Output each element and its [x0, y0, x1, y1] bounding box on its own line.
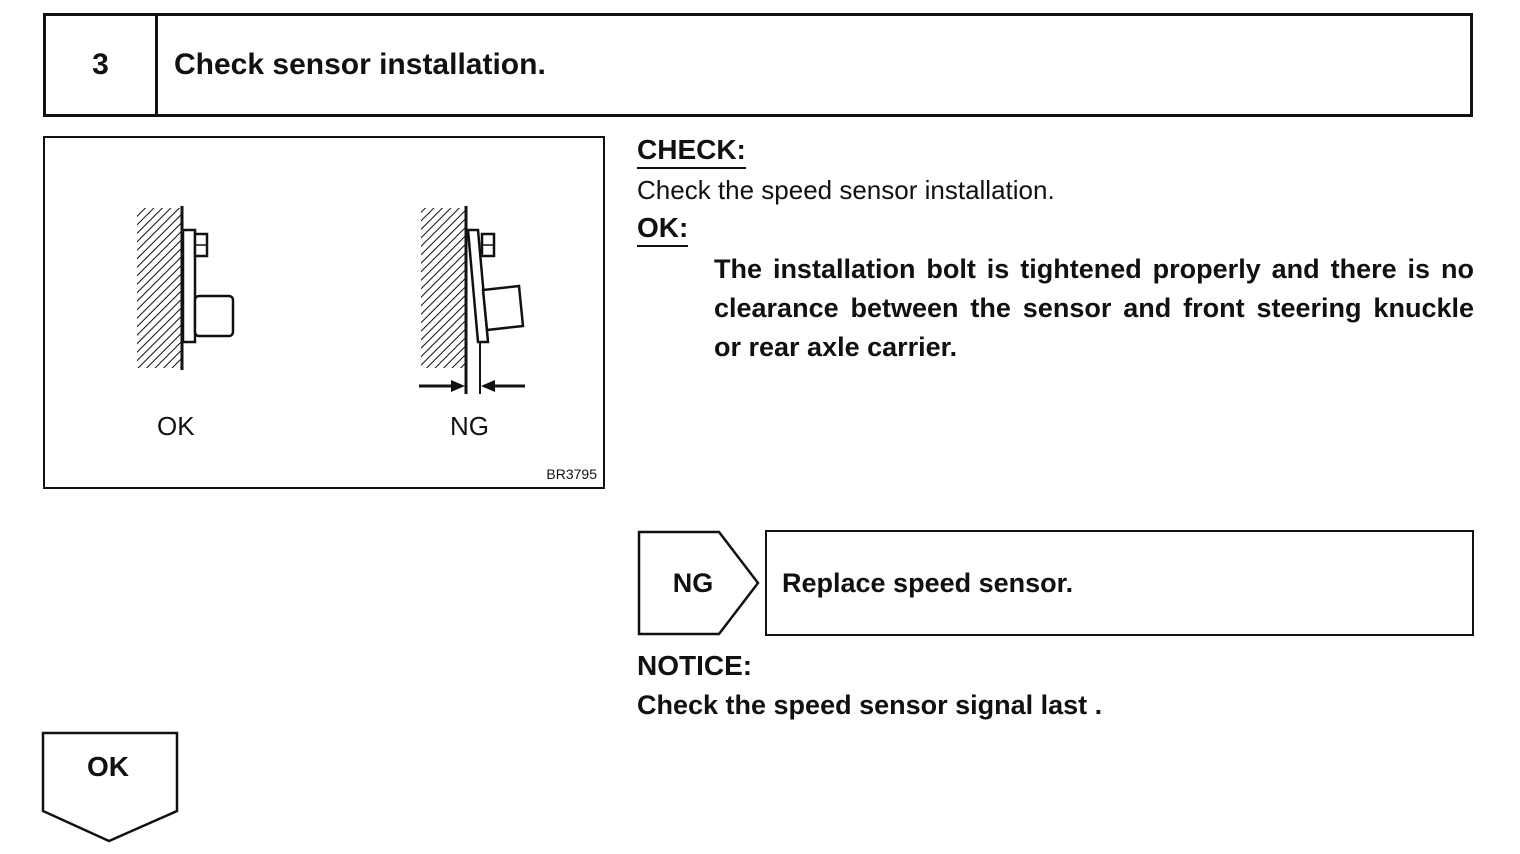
ok-heading: OK: — [637, 211, 689, 247]
sensor-illustration — [137, 206, 525, 394]
ng-action-box: Replace speed sensor. — [765, 530, 1474, 636]
ok-spec-text: The installation bolt is tightened prope… — [714, 254, 1474, 362]
ng-branch-label: NG — [672, 567, 714, 598]
step-title: Check sensor installation. — [174, 48, 546, 81]
ok-sensor-drawing — [137, 206, 235, 370]
step-header: 3 Check sensor installation. — [43, 13, 1473, 117]
figure-code: BR3795 — [546, 466, 597, 482]
ok-branch-arrow: OK — [41, 731, 181, 844]
ok-branch-label: OK — [87, 751, 129, 782]
figure-label-ng: NG — [450, 411, 489, 441]
ng-arrow-shape — [637, 530, 760, 636]
ng-action-text: Replace speed sensor. — [782, 567, 1074, 598]
step-number: 3 — [46, 16, 158, 114]
sensor-installation-figure: OK NG BR3795 — [43, 136, 605, 489]
check-text: Check the speed sensor installation. — [637, 175, 1055, 205]
notice-heading: NOTICE: — [637, 650, 753, 681]
ok-arrow-shape — [41, 731, 179, 843]
figure-label-ok: OK — [157, 411, 195, 441]
check-heading: CHECK: — [637, 133, 746, 169]
ng-branch-arrow: NG — [637, 530, 762, 636]
notice-text: Check the speed sensor signal last . — [637, 690, 1103, 720]
ng-sensor-drawing — [419, 206, 525, 394]
